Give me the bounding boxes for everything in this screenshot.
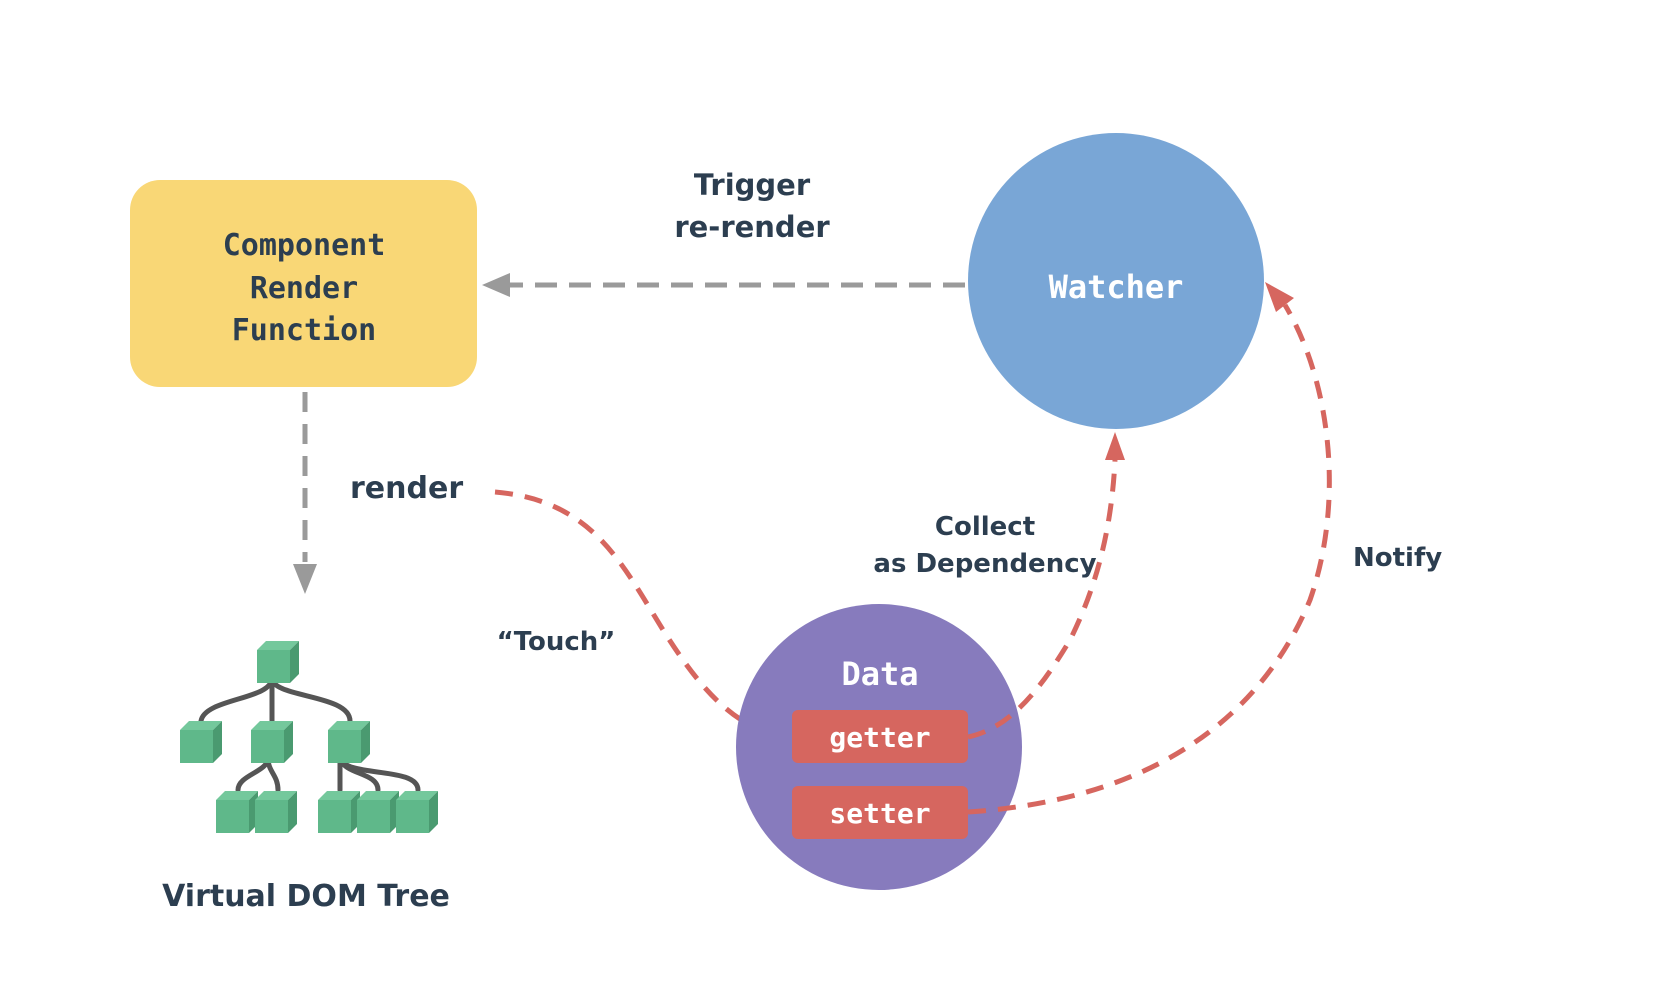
tree-edge <box>337 755 421 793</box>
render-label: render <box>350 471 463 506</box>
render-edge: render <box>293 392 463 594</box>
vdom-node-cube-icon <box>180 721 222 763</box>
component-label-line-1: Component <box>223 228 386 263</box>
trigger-label-line-2: re-render <box>674 210 830 244</box>
watcher-node: Watcher <box>968 133 1264 429</box>
vdom-label: Virtual DOM Tree <box>162 879 450 914</box>
data-node: Data getter setter <box>736 604 1022 890</box>
virtual-dom-tree: Virtual DOM Tree <box>162 641 450 914</box>
notify-dashed-curve <box>967 303 1332 815</box>
vdom-node-cube-icon <box>255 791 297 833</box>
collect-label-line-2: as Dependency <box>873 549 1096 579</box>
notify-arrowhead-icon <box>1265 282 1294 312</box>
component-label-line-2: Render <box>250 271 358 306</box>
touch-dashed-curve <box>494 489 773 738</box>
trigger-arrowhead-icon <box>482 273 510 297</box>
tree-edge <box>269 675 353 724</box>
notify-label: Notify <box>1353 543 1442 573</box>
vdom-node-cube-icon <box>257 641 299 683</box>
touch-label: “Touch” <box>497 627 616 657</box>
watcher-label: Watcher <box>1049 268 1184 306</box>
collect-label-line-1: Collect <box>935 512 1035 542</box>
tree-connectors <box>198 675 421 793</box>
setter-box <box>792 786 968 839</box>
notify-edge: Notify <box>967 282 1442 815</box>
component-label-line-3: Function <box>232 313 377 348</box>
vdom-node-cube-icon <box>396 791 438 833</box>
tree-edge <box>198 675 275 724</box>
setter-label: setter <box>829 797 930 830</box>
getter-box <box>792 710 968 763</box>
touch-edge: “Touch” <box>494 489 792 748</box>
trigger-label-line-1: Trigger <box>694 168 811 202</box>
collect-dependency-edge: Collect as Dependency <box>873 432 1125 740</box>
vdom-node-cube-icon <box>216 791 258 833</box>
trigger-rerender-edge: Trigger re-render <box>482 168 965 297</box>
data-label: Data <box>841 655 918 693</box>
vdom-node-cube-icon <box>318 791 360 833</box>
watcher-circle <box>968 133 1264 429</box>
vdom-node-cube-icon <box>357 791 399 833</box>
component-render-function-node: Component Render Function <box>130 180 477 387</box>
collect-arrowhead-icon <box>1105 432 1125 460</box>
component-box <box>130 180 477 387</box>
collect-dashed-curve <box>967 459 1118 740</box>
vdom-node-cube-icon <box>251 721 293 763</box>
getter-label: getter <box>829 721 930 754</box>
render-arrowhead-icon <box>293 564 317 594</box>
vdom-node-cube-icon <box>328 721 370 763</box>
